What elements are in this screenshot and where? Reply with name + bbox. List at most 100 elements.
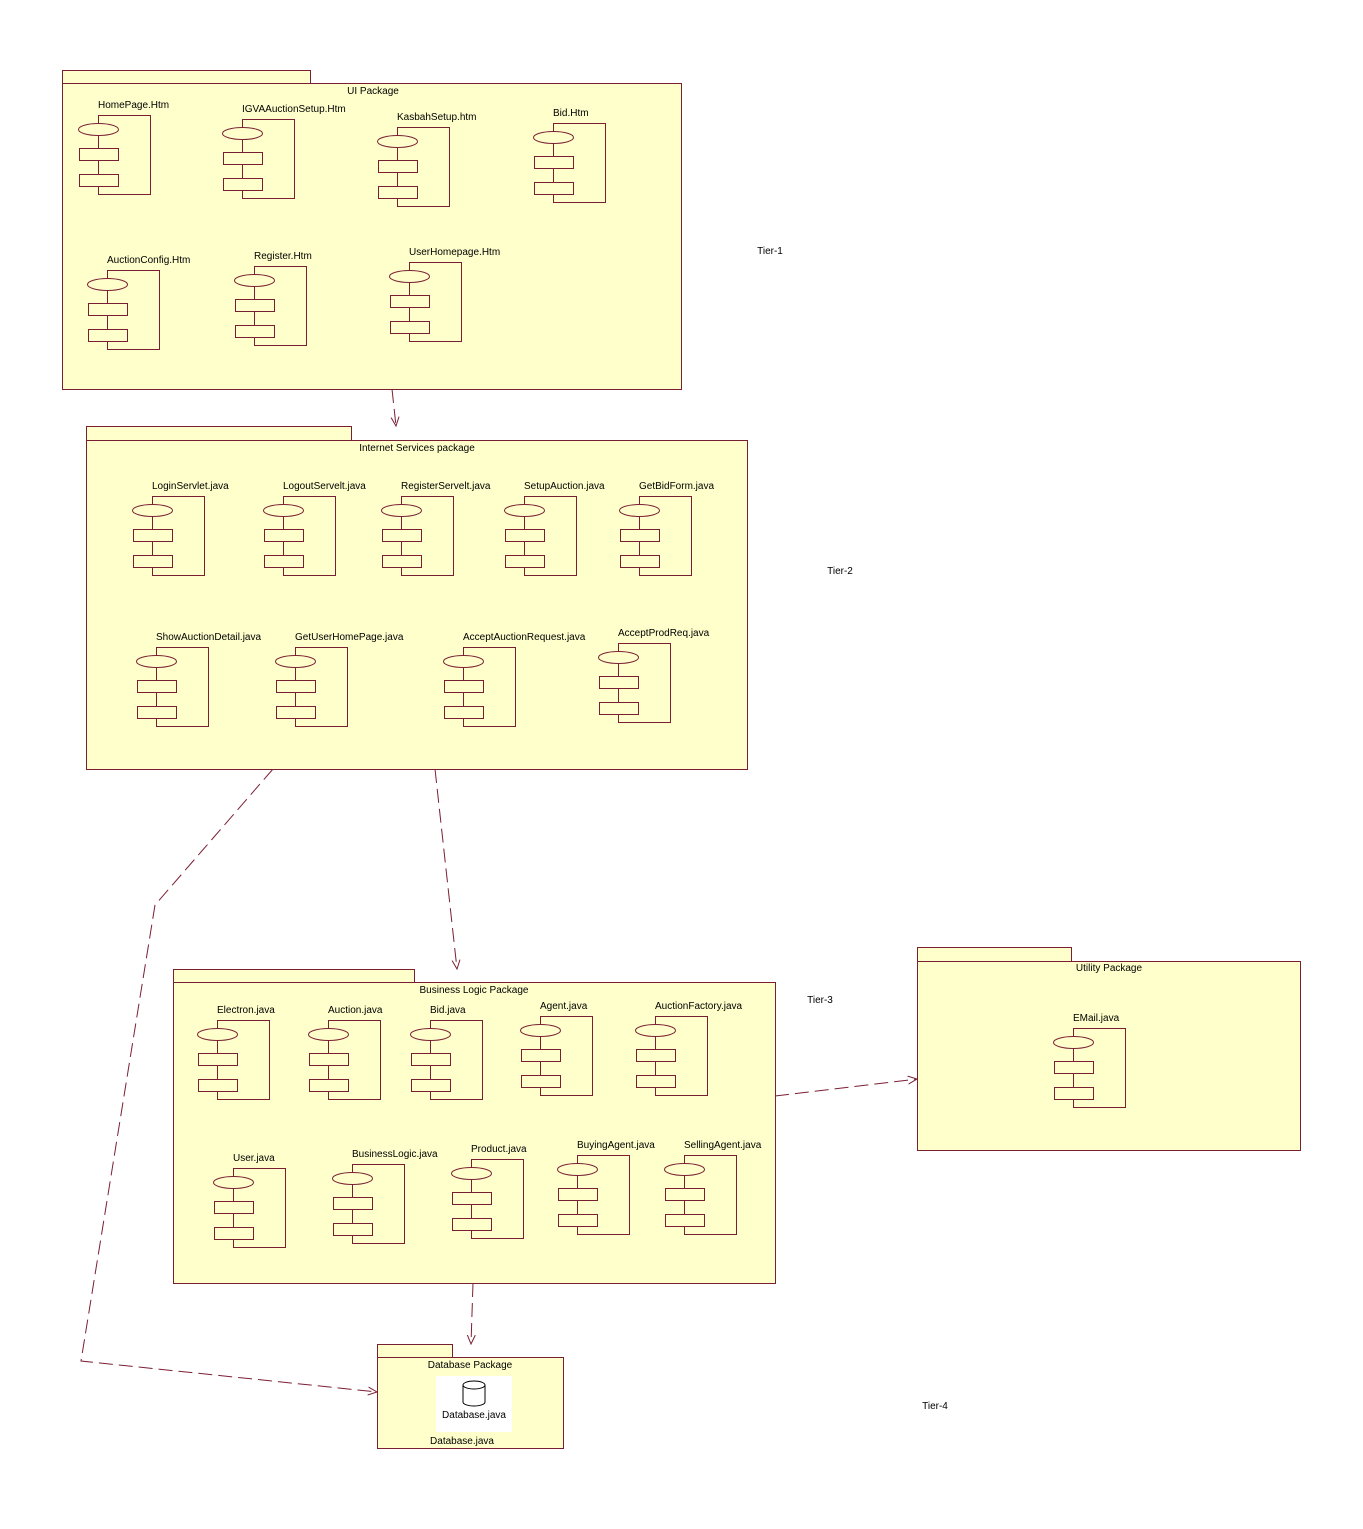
component-port-icon xyxy=(505,529,545,542)
component-interface-icon xyxy=(598,651,639,664)
component[interactable]: Register.Htm xyxy=(234,251,312,346)
component[interactable]: IGVAAuctionSetup.Htm xyxy=(222,104,346,199)
component-interface-icon xyxy=(136,655,177,668)
component[interactable]: GetBidForm.java xyxy=(619,481,715,576)
component-label: IGVAAuctionSetup.Htm xyxy=(242,104,346,115)
component-label: LogoutServelt.java xyxy=(283,481,366,492)
component-label: Bid.Htm xyxy=(553,108,589,119)
component-label: BusinessLogic.java xyxy=(352,1149,438,1160)
component-interface-icon xyxy=(504,504,545,517)
component-port-icon xyxy=(411,1079,451,1092)
component-port-icon xyxy=(79,148,119,161)
component-port-icon xyxy=(665,1214,705,1227)
component[interactable]: Auction.java xyxy=(308,1005,383,1100)
component-label: GetBidForm.java xyxy=(639,481,714,492)
component-port-icon xyxy=(264,555,304,568)
component[interactable]: BusinessLogic.java xyxy=(332,1149,439,1244)
component[interactable]: LogoutServelt.java xyxy=(263,481,367,576)
package-internet-services-package[interactable]: Internet Services packageLoginServlet.ja… xyxy=(86,426,748,770)
component-port-icon xyxy=(382,529,422,542)
tier-label: Tier-2 xyxy=(827,566,853,577)
component[interactable]: RegisterServelt.java xyxy=(381,481,491,576)
component[interactable]: Bid.Htm xyxy=(533,108,606,203)
component[interactable]: AuctionFactory.java xyxy=(635,1001,743,1096)
component-port-icon xyxy=(235,299,275,312)
component-label: BuyingAgent.java xyxy=(577,1140,655,1151)
component[interactable]: SetupAuction.java xyxy=(504,481,606,576)
component[interactable]: EMail.java xyxy=(1053,1013,1126,1108)
component[interactable]: KasbahSetup.htm xyxy=(377,112,477,207)
component-port-icon xyxy=(88,329,128,342)
component[interactable]: ShowAuctionDetail.java xyxy=(136,632,262,727)
component[interactable]: User.java xyxy=(213,1153,286,1248)
component-port-icon xyxy=(558,1188,598,1201)
component-label: AuctionConfig.Htm xyxy=(107,255,190,266)
component-label: AcceptAuctionRequest.java xyxy=(463,632,586,643)
component-port-icon xyxy=(378,160,418,173)
component-interface-icon xyxy=(222,127,263,140)
tier-label: Tier-4 xyxy=(922,1401,948,1412)
dependency-business-to-utility[interactable] xyxy=(774,1079,917,1097)
component[interactable]: Product.java xyxy=(451,1144,528,1239)
component-port-icon xyxy=(214,1227,254,1240)
tier-label: Tier-1 xyxy=(757,246,783,257)
dependency-internet-to-database[interactable] xyxy=(80,768,377,1392)
component-port-icon xyxy=(137,680,177,693)
component[interactable]: AcceptAuctionRequest.java xyxy=(443,632,586,727)
component-interface-icon xyxy=(263,504,304,517)
component[interactable]: Bid.java xyxy=(410,1005,483,1100)
component-port-icon xyxy=(452,1218,492,1231)
component-port-icon xyxy=(333,1223,373,1236)
package-tab xyxy=(62,70,311,84)
package-title: Business Logic Package xyxy=(420,985,529,996)
component-port-icon xyxy=(444,680,484,693)
component-port-icon xyxy=(390,321,430,334)
component-interface-icon xyxy=(520,1024,561,1037)
component-label: AuctionFactory.java xyxy=(655,1001,743,1012)
component-port-icon xyxy=(411,1053,451,1066)
package-title: Internet Services package xyxy=(359,443,475,454)
component-label: User.java xyxy=(233,1153,275,1164)
package-tab xyxy=(173,969,415,983)
component-interface-icon xyxy=(132,504,173,517)
component-label: EMail.java xyxy=(1073,1013,1120,1024)
component-interface-icon xyxy=(213,1176,254,1189)
component[interactable]: AuctionConfig.Htm xyxy=(87,255,191,350)
component[interactable]: Electron.java xyxy=(197,1005,276,1100)
component-port-icon xyxy=(521,1075,561,1088)
component[interactable]: LoginServlet.java xyxy=(132,481,230,576)
component[interactable]: AcceptProdReq.java xyxy=(598,628,710,723)
component-port-icon xyxy=(309,1079,349,1092)
component-port-icon xyxy=(276,680,316,693)
component-label: Agent.java xyxy=(540,1001,588,1012)
package-title: UI Package xyxy=(347,86,399,97)
component[interactable]: BuyingAgent.java xyxy=(557,1140,656,1235)
component-interface-icon xyxy=(664,1163,705,1176)
package-tab xyxy=(917,947,1072,962)
component[interactable]: UserHomepage.Htm xyxy=(389,247,501,342)
component-interface-icon xyxy=(197,1028,238,1041)
package-tab xyxy=(377,1344,453,1358)
component-port-icon xyxy=(276,706,316,719)
dependency-business-to-database[interactable] xyxy=(471,1282,473,1344)
component-port-icon xyxy=(620,529,660,542)
component-label: Register.Htm xyxy=(254,251,312,262)
dependency-internet-to-business[interactable] xyxy=(434,768,457,969)
component-interface-icon xyxy=(78,123,119,136)
dependency-ui-to-internet[interactable] xyxy=(392,388,396,426)
component[interactable]: Agent.java xyxy=(520,1001,593,1096)
component[interactable]: HomePage.Htm xyxy=(78,100,170,195)
database-cylinder-icon xyxy=(462,1380,486,1407)
component[interactable]: SellingAgent.java xyxy=(664,1140,762,1235)
package-database-package[interactable]: Database PackageDatabase.javaDatabase.ja… xyxy=(377,1344,564,1449)
component[interactable]: GetUserHomePage.java xyxy=(275,632,404,727)
component-interface-icon xyxy=(619,504,660,517)
component-port-icon xyxy=(309,1053,349,1066)
component-port-icon xyxy=(534,156,574,169)
component-interface-icon xyxy=(308,1028,349,1041)
